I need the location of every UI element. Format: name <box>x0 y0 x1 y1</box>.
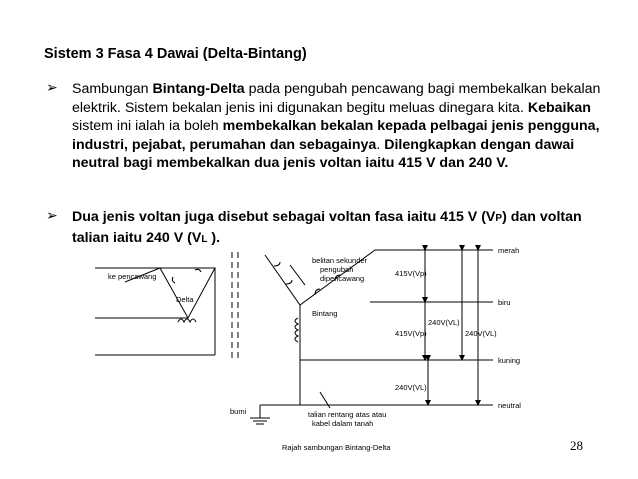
label-415v-1: 415V(Vp) <box>395 269 427 278</box>
bullet-paragraph-1: Sambungan Bintang-Delta pada pengubah pe… <box>72 80 612 173</box>
label-delta: Delta <box>176 295 194 304</box>
label-415v-2: 415V(Vp) <box>395 329 427 338</box>
text-run: pada pengubah pencawang bagi membekalkan… <box>72 81 601 116</box>
subscript: P <box>495 213 503 224</box>
label-talian-2: kabel dalam tanah <box>312 419 373 428</box>
label-belitan-2: pengubah <box>320 265 353 274</box>
label-talian-1: talian rentang atas atau <box>308 410 386 419</box>
label-bintang: Bintang <box>312 309 337 318</box>
subscript: L <box>201 233 208 245</box>
transformer-core <box>231 252 239 360</box>
label-belitan-1: belitan sekunder <box>312 256 368 265</box>
page-number: 28 <box>570 438 583 453</box>
text-run: Sambungan <box>72 81 153 97</box>
delta-primary-winding <box>95 267 216 356</box>
bold-run: Dilengkapkan dengan dawai neutral bagi m… <box>72 136 575 172</box>
label-belitan-3: dipencawang <box>320 274 364 283</box>
label-merah: merah <box>498 246 519 255</box>
slide-title: Sistem 3 Fasa 4 Dawai (Delta-Bintang) <box>44 46 307 62</box>
bullet-paragraph-2: Dua jenis voltan juga disebut sebagai vo… <box>72 208 612 249</box>
label-240v-3: 240V(VL) <box>395 383 427 392</box>
label-240v-2: 240V(VL) <box>465 329 497 338</box>
label-kuning: kuning <box>498 356 520 365</box>
text-run: . <box>376 136 385 153</box>
bold-run: Kebaikan <box>527 99 591 116</box>
label-biru: biru <box>498 298 511 307</box>
label-neutral: neutral <box>498 401 521 410</box>
bold-run: membekalkan bekalan kepada pelbagai jeni… <box>72 118 600 153</box>
text-run: Dua jenis voltan juga disebut sebagai vo… <box>72 209 496 225</box>
voltage-arrows <box>422 245 481 406</box>
label-ke-pencawang: ke pencawang <box>108 272 156 281</box>
bold-run: Bintang-Delta <box>152 81 245 97</box>
text-run: ) dan voltan talian iaitu 240 V (V <box>72 209 582 246</box>
text-run: sistem ini ialah ia boleh <box>72 118 223 134</box>
label-bumi: bumi <box>230 407 247 416</box>
arrowhead-bullet-icon: ➢ <box>46 80 58 96</box>
label-240v-1: 240V(VL) <box>428 318 460 327</box>
diagram-caption: Rajah sambungan Bintang-Delta <box>282 443 391 452</box>
text-run: ). <box>207 229 221 246</box>
arrowhead-bullet-icon: ➢ <box>46 208 58 224</box>
